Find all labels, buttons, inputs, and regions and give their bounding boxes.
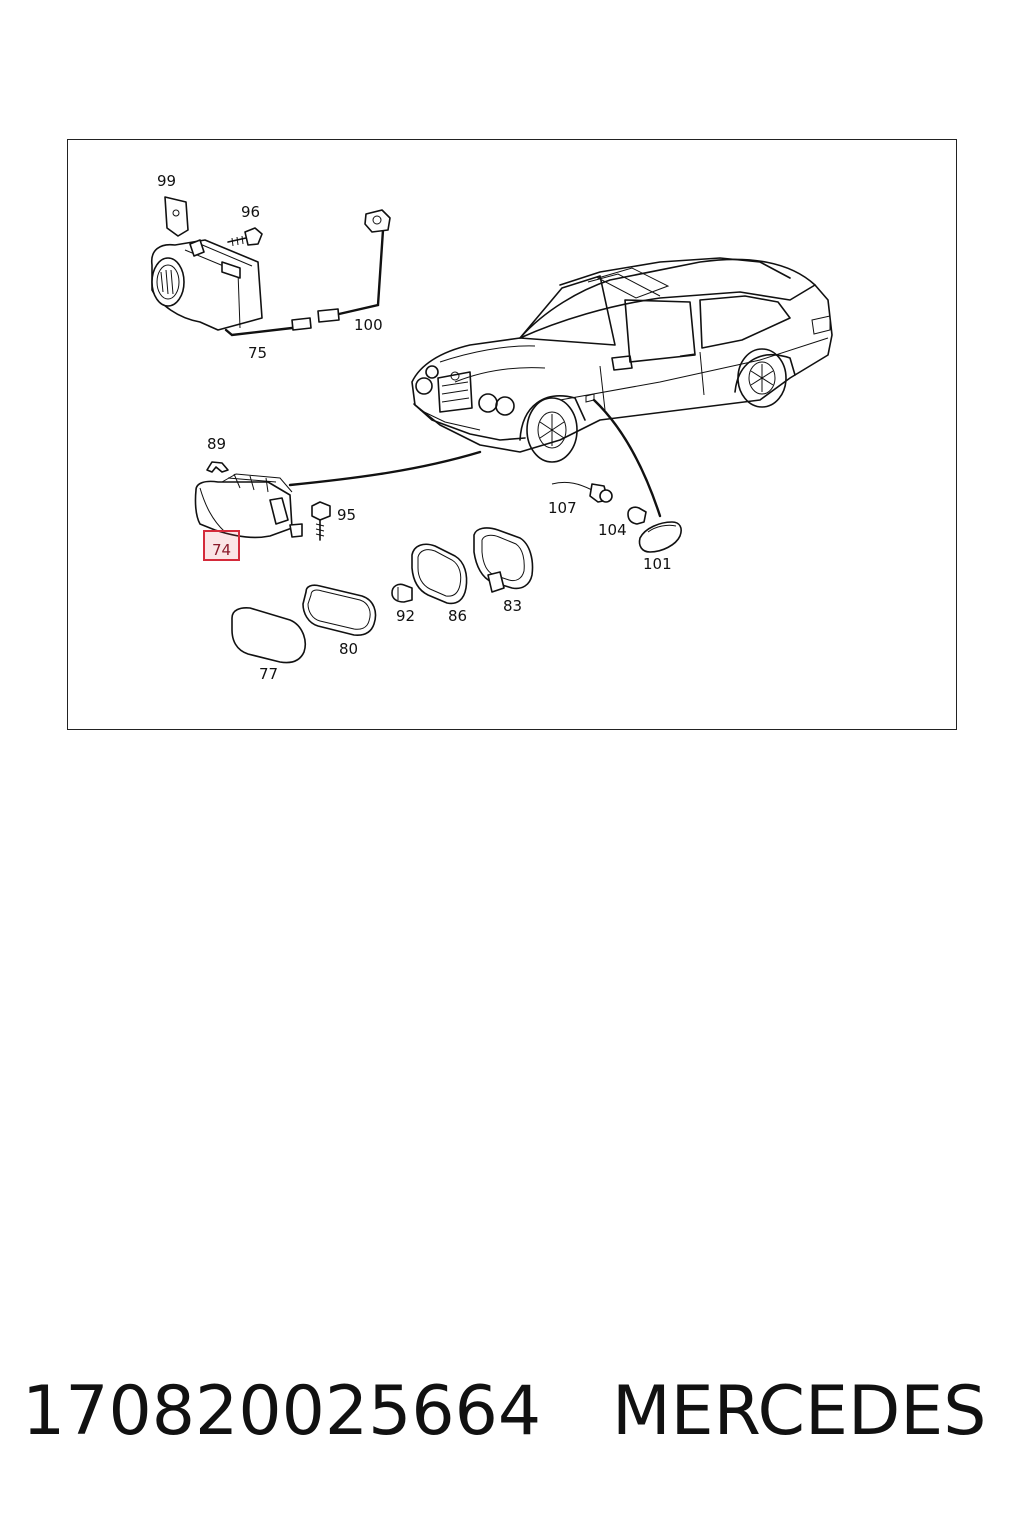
callout-77[interactable]: 77: [259, 665, 278, 683]
part-86-gasket: [411, 543, 468, 605]
part-89-clip: [206, 461, 229, 473]
part-75-fog-lamp: [150, 239, 263, 331]
part-101-side-indicator: [638, 521, 682, 553]
part-80-gasket: [302, 584, 377, 636]
callout-100[interactable]: 100: [354, 316, 383, 334]
indicator-101-connection-line: [592, 398, 662, 518]
part-83-lamp-holder: [473, 527, 534, 593]
part-95-screw: [311, 501, 331, 541]
part-100-wiring-harness: [224, 209, 391, 337]
part-77-lens: [231, 607, 306, 664]
car-illustration: [411, 257, 833, 463]
callout-86[interactable]: 86: [448, 607, 467, 625]
callout-75[interactable]: 75: [248, 344, 267, 362]
footer-caption: 170820025664 MERCEDES: [0, 1372, 1024, 1472]
callout-96[interactable]: 96: [241, 203, 260, 221]
lamp-74-connection-line: [288, 450, 482, 487]
callout-101[interactable]: 101: [643, 555, 672, 573]
part-107-socket: [551, 481, 613, 503]
part-96-screw: [227, 227, 263, 247]
part-104-bulb: [627, 506, 647, 525]
part-number: 170820025664: [22, 1372, 542, 1451]
callout-92[interactable]: 92: [396, 607, 415, 625]
callout-89[interactable]: 89: [207, 435, 226, 453]
highlight-box-74: [203, 530, 240, 561]
callout-104[interactable]: 104: [598, 521, 627, 539]
callout-99[interactable]: 99: [157, 172, 176, 190]
diagram-frame: [67, 139, 957, 730]
part-99-bracket: [164, 196, 189, 237]
callout-83[interactable]: 83: [503, 597, 522, 615]
callout-107[interactable]: 107: [548, 499, 577, 517]
part-92-bulb: [391, 583, 413, 603]
callout-74[interactable]: 74: [212, 541, 231, 559]
callout-80[interactable]: 80: [339, 640, 358, 658]
part-74-turn-signal-lamp: [194, 473, 303, 539]
brand-name: MERCEDES: [612, 1372, 987, 1451]
callout-95[interactable]: 95: [337, 506, 356, 524]
